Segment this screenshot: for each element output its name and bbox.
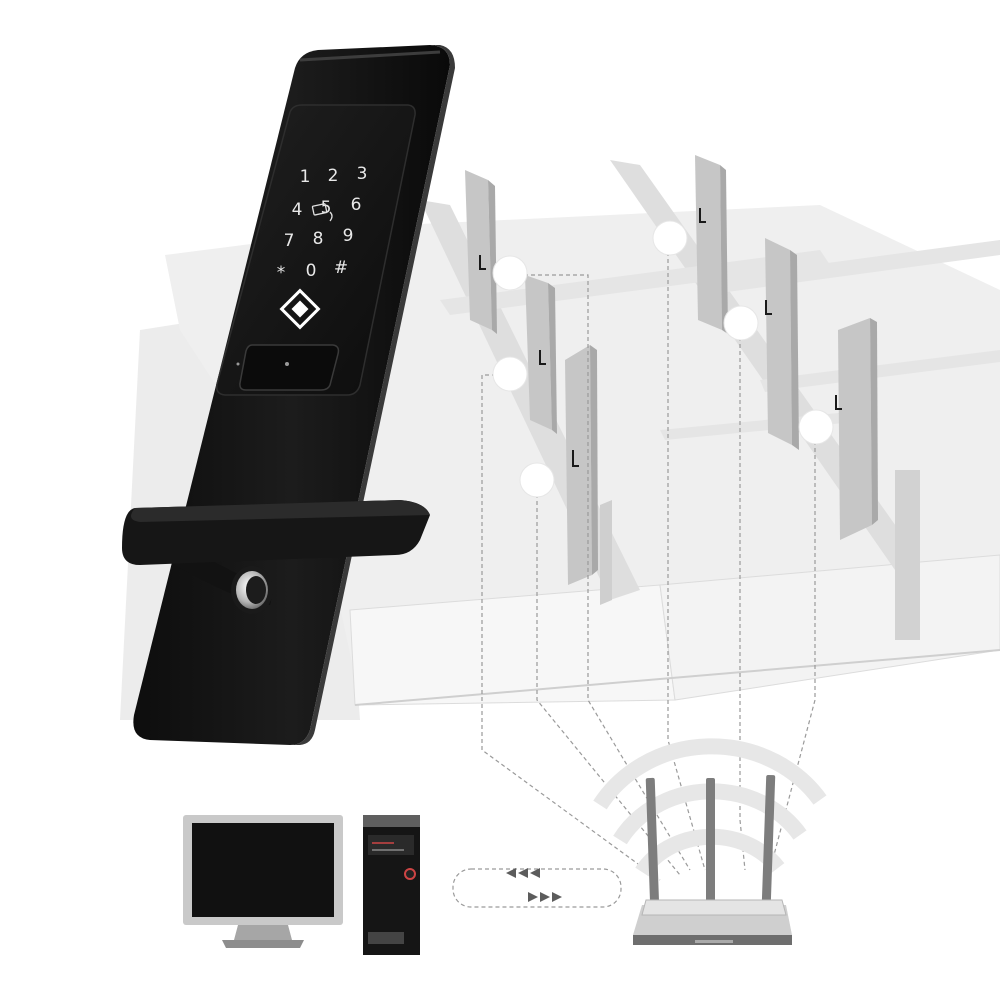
key-1[interactable]: 1 (300, 167, 311, 187)
connection-line (536, 480, 681, 876)
key-9[interactable]: 9 (343, 226, 354, 246)
node-dot (723, 305, 759, 341)
smart-lock: 1 2 3 4 5 6 7 8 9 * 0 # (122, 45, 455, 745)
wall (760, 350, 1000, 392)
key-8[interactable]: 8 (313, 229, 324, 249)
sync-link (452, 868, 622, 908)
connection-line (510, 274, 691, 871)
keypad: 1 2 3 4 5 6 7 8 9 * 0 # (277, 164, 368, 283)
fingerprint-reader[interactable] (239, 344, 340, 391)
key-hash[interactable]: # (334, 258, 348, 278)
door (465, 170, 492, 330)
key-star[interactable]: * (277, 263, 286, 283)
key-0[interactable]: 0 (306, 261, 317, 281)
door (525, 275, 552, 430)
node-dot (652, 220, 688, 256)
keypad-panel (215, 104, 416, 396)
key-cylinder (231, 566, 273, 614)
monitor-icon (183, 815, 343, 948)
key-3[interactable]: 3 (357, 164, 368, 184)
key-4[interactable]: 4 (292, 200, 303, 220)
key-2[interactable]: 2 (328, 166, 339, 186)
door-handle[interactable] (122, 500, 430, 605)
connection-line (739, 323, 746, 871)
connection-nodes (492, 220, 834, 498)
node-dot (492, 356, 528, 392)
connection-line (769, 427, 816, 871)
door (695, 155, 722, 330)
bidirectional-arrows-icon (506, 868, 562, 902)
door (838, 318, 872, 540)
node-dot (519, 462, 555, 498)
door (765, 238, 792, 445)
diamond-logo-icon (279, 288, 321, 330)
node-dot (492, 255, 528, 291)
door-locks (479, 208, 842, 467)
computer-tower-icon (363, 815, 420, 955)
rfid-card-icon (311, 203, 333, 222)
node-dot (798, 409, 834, 445)
key-6[interactable]: 6 (351, 195, 362, 215)
key-7[interactable]: 7 (284, 231, 295, 251)
router-icon (633, 774, 792, 945)
